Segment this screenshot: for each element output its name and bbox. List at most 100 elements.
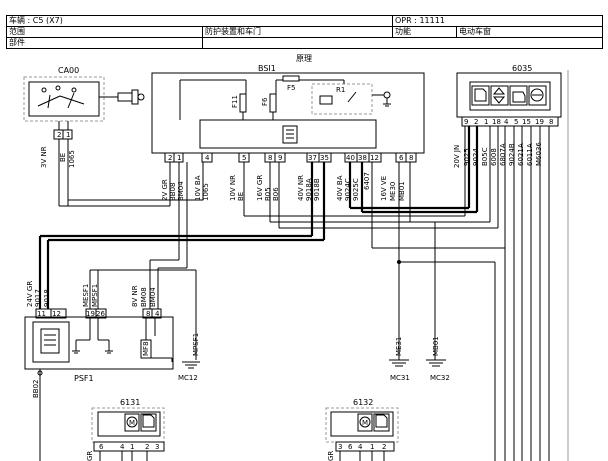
- svg-text:18: 18: [492, 118, 501, 126]
- svg-text:6: 6: [99, 443, 104, 451]
- svg-text:1: 1: [370, 443, 374, 451]
- c6132-pin-strip: [335, 441, 395, 452]
- component-6131: 6131 M 6 4 1 2 3 GR: [86, 398, 165, 461]
- motor-icon: [124, 413, 140, 432]
- c6131-pin-strip: [93, 441, 165, 452]
- relay-r1: [311, 83, 373, 115]
- svg-text:12: 12: [52, 310, 61, 318]
- svg-text:3: 3: [338, 443, 342, 451]
- c6035-label: 6035: [512, 64, 532, 73]
- key-icon: [117, 92, 133, 102]
- svg-text:8: 8: [549, 118, 553, 126]
- svg-text:2: 2: [382, 443, 386, 451]
- svg-text:9025C: 9025C: [352, 178, 360, 201]
- svg-text:4: 4: [504, 118, 509, 126]
- ground-mc31: ME31 MC31: [389, 337, 410, 382]
- svg-text:6807A: 6807A: [499, 143, 507, 166]
- child-lock-icon: [490, 85, 509, 106]
- c6132-label: 6132: [353, 398, 373, 407]
- svg-text:4: 4: [155, 310, 160, 318]
- window-icon: [140, 413, 157, 432]
- svg-text:2: 2: [168, 154, 172, 162]
- svg-text:F5: F5: [287, 84, 295, 92]
- svg-text:2: 2: [474, 118, 478, 126]
- svg-text:MB01: MB01: [432, 336, 440, 356]
- svg-text:40V NR: 40V NR: [297, 175, 305, 201]
- ca00-label: CA00: [58, 66, 79, 75]
- svg-text:BB02: BB02: [32, 379, 40, 398]
- svg-text:20V JN: 20V JN: [453, 145, 461, 168]
- svg-text:2: 2: [57, 131, 61, 139]
- mirror-adjust-icon: [528, 85, 547, 106]
- svg-text:BM08: BM08: [140, 287, 148, 307]
- svg-text:24V GR: 24V GR: [26, 281, 34, 307]
- svg-text:B06: B06: [272, 187, 280, 201]
- svg-text:5: 5: [514, 118, 518, 126]
- psf-label: PSF1: [74, 374, 94, 383]
- svg-text:6: 6: [399, 154, 404, 162]
- ground-mc12: MC12: [178, 361, 200, 382]
- svg-text:35: 35: [320, 154, 329, 162]
- svg-text:B05C: B05C: [481, 147, 489, 166]
- svg-text:ME30: ME30: [389, 182, 397, 201]
- svg-text:10V NR: 10V NR: [229, 175, 237, 201]
- svg-text:9024C: 9024C: [344, 178, 352, 201]
- svg-text:6: 6: [348, 443, 353, 451]
- svg-text:R1: R1: [336, 86, 345, 94]
- component-ca00: CA00 2 1 3V NR BE 1065: [23, 66, 145, 206]
- svg-text:6407: 6407: [363, 172, 371, 190]
- svg-text:BE: BE: [59, 153, 67, 162]
- svg-text:9017: 9017: [34, 289, 42, 307]
- bsi-label: BSI1: [258, 64, 276, 73]
- svg-text:MESF1: MESF1: [82, 284, 90, 307]
- svg-text:BB08: BB08: [169, 182, 177, 201]
- svg-text:1065: 1065: [68, 150, 76, 168]
- component-bsi1: BSI1 F11 F6 F5 R1 2 1: [151, 64, 425, 201]
- svg-text:9024B: 9024B: [508, 143, 516, 166]
- svg-text:ME31: ME31: [395, 337, 403, 356]
- svg-text:4: 4: [358, 443, 363, 451]
- svg-text:9: 9: [278, 154, 282, 162]
- svg-text:9025: 9025: [463, 148, 471, 166]
- svg-text:2V GR: 2V GR: [161, 179, 169, 201]
- svg-text:MF8: MF8: [142, 341, 150, 356]
- part-label: 部件: [6, 37, 203, 49]
- svg-text:1065: 1065: [202, 183, 210, 201]
- svg-text:M: M: [362, 419, 368, 427]
- motor-icon: [357, 413, 373, 432]
- component-6132: 6132 M 3 6 4 1 2 GR: [325, 398, 399, 461]
- svg-text:19: 19: [535, 118, 544, 126]
- mirror-icon: [509, 85, 528, 106]
- svg-text:M6036: M6036: [535, 142, 543, 166]
- svg-text:16V VE: 16V VE: [380, 176, 388, 201]
- svg-text:9018A: 9018A: [305, 178, 313, 201]
- svg-text:MPSF1: MPSF1: [91, 284, 99, 307]
- fuse-f6-icon: [269, 93, 277, 113]
- svg-text:8: 8: [146, 310, 150, 318]
- svg-text:GR: GR: [327, 451, 335, 461]
- svg-text:F11: F11: [231, 95, 239, 108]
- c6131-label: 6131: [120, 398, 140, 407]
- svg-text:MC32: MC32: [430, 374, 450, 382]
- svg-text:6021A: 6021A: [517, 143, 525, 166]
- svg-text:1: 1: [484, 118, 488, 126]
- svg-text:F6: F6: [261, 97, 269, 106]
- svg-text:3V NR: 3V NR: [40, 146, 48, 168]
- svg-text:1: 1: [130, 443, 134, 451]
- svg-text:1: 1: [177, 154, 181, 162]
- svg-text:40V BA: 40V BA: [336, 175, 344, 201]
- svg-text:9: 9: [464, 118, 468, 126]
- svg-text:MB01: MB01: [398, 181, 406, 201]
- ecu-chip-icon: [282, 125, 298, 144]
- component-psf1: MF8 PSF1 11 12 19 26 8 4 24V GR 9017 901…: [24, 281, 200, 398]
- part-value: [202, 37, 603, 49]
- svg-text:MC12: MC12: [178, 374, 198, 382]
- svg-text:8V NR: 8V NR: [131, 285, 139, 307]
- fuse-f11-icon: [239, 93, 247, 113]
- diagram-title: 原理: [296, 54, 312, 63]
- svg-text:6011A: 6011A: [526, 143, 534, 166]
- svg-text:8: 8: [268, 154, 272, 162]
- svg-text:2: 2: [145, 443, 149, 451]
- wires: [38, 70, 569, 461]
